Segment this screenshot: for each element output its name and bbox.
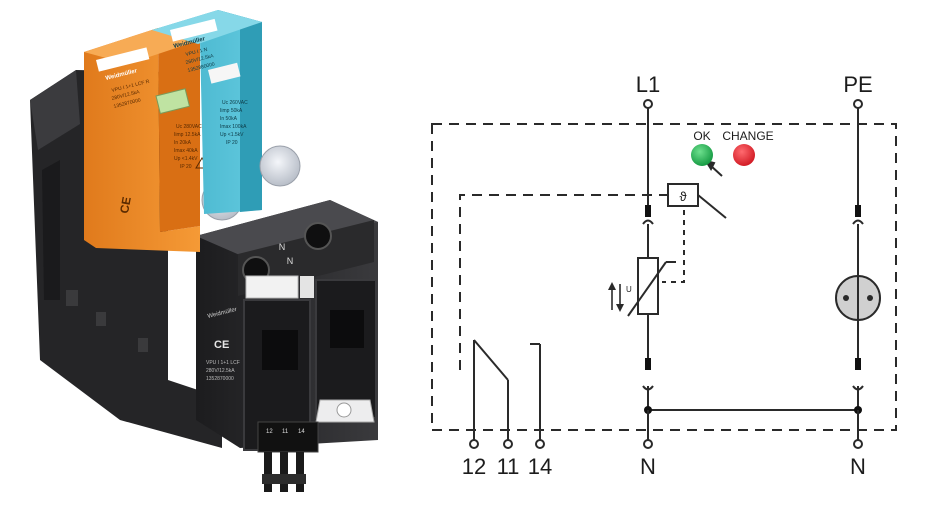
indicator-switch-arm (697, 194, 727, 219)
fuse-top (645, 205, 651, 217)
pe-fuse-top (855, 205, 861, 217)
gdt-dot (843, 295, 849, 301)
base-part-no: 1352870000 (206, 376, 234, 382)
base-model: VPU I 1+1 LCF (206, 360, 240, 366)
base-spec: 280V/12.5kA (206, 368, 235, 374)
blue-uc: Uc 260VAC (222, 100, 248, 106)
terminal-14-label: 14 (528, 454, 552, 479)
n-left-label: N (640, 454, 656, 479)
orange-ce-mark: CE (117, 196, 134, 215)
change-label: CHANGE (722, 129, 773, 143)
orange-ip: IP 20 (180, 164, 192, 170)
terminal-11-label: 11 (497, 454, 520, 479)
voltage-arrows-icon (608, 282, 624, 312)
ok-indicator-icon (691, 144, 713, 166)
orange-in: In 20kA (174, 140, 192, 146)
connector-pin-label: 14 (298, 429, 305, 435)
ok-label: OK (693, 129, 710, 143)
thermal-symbol: ϑ (679, 189, 687, 204)
connector-arc (852, 219, 864, 225)
gdt-dot (867, 295, 873, 301)
l1-label: L1 (636, 72, 660, 97)
blue-in: In 50kA (220, 116, 238, 122)
varistor-u-label: U (626, 285, 632, 294)
connector-pin-label: 11 (282, 429, 289, 435)
varistor-slash (627, 261, 667, 317)
status-window (155, 88, 191, 115)
n-terminal-right (853, 439, 863, 449)
release-knob-icon (259, 145, 301, 187)
circuit-schematic (431, 99, 897, 449)
connector-arc (642, 219, 654, 225)
blue-imax: Imax 100kA (220, 124, 247, 130)
n-terminal-left (643, 439, 653, 449)
orange-plugin-module: Weidmüller VPU I 1+1 LCF R 280V/12.5kA 1… (84, 28, 243, 252)
terminal-12 (469, 439, 479, 449)
signal-path-dashed (459, 194, 668, 370)
base-ce-mark: CE (214, 339, 229, 351)
pe-label: PE (843, 72, 872, 97)
orange-iimp: Iimp 12.5kA (174, 132, 201, 138)
pe-fuse-bottom (855, 358, 861, 370)
base-housing: N N Weidmüller CE VPU I 1+1 LCF 280V/12.… (30, 70, 378, 492)
l1-terminal (643, 99, 653, 109)
blue-ip: IP 20 (226, 140, 238, 146)
n-right-label: N (850, 454, 866, 479)
terminal-11 (503, 439, 513, 449)
base-n-label-2: N (287, 256, 294, 266)
orange-imax: Imax 40kA (174, 148, 198, 154)
signal-connector: 12 11 14 (257, 421, 319, 492)
blue-up: Up <1.5kV (220, 132, 244, 138)
blue-model: VPU I 1 N (185, 47, 208, 58)
pe-terminal (853, 99, 863, 109)
base-n-label-1: N (279, 242, 286, 252)
changeover-blade (473, 339, 509, 381)
orange-uc: Uc 280VAC (176, 124, 202, 130)
blue-iimp: Iimp 50kA (220, 108, 243, 114)
change-indicator-icon (733, 144, 755, 166)
blue-plugin-module: Weidmüller VPU I 1 N 260V/12.5kA 1352880… (152, 10, 301, 214)
surge-protector-photo: N N Weidmüller CE VPU I 1+1 LCF 280V/12.… (30, 10, 378, 492)
terminal-12-label: 12 (462, 454, 486, 479)
fuse-bottom (645, 358, 651, 370)
terminal-14 (535, 439, 545, 449)
thermal-link-dashed (662, 210, 685, 283)
orange-up: Up <1.4kV (174, 156, 198, 162)
connector-pin-label: 12 (266, 429, 273, 435)
screw-hole-icon (304, 222, 332, 250)
enclosure-boundary (431, 123, 897, 431)
